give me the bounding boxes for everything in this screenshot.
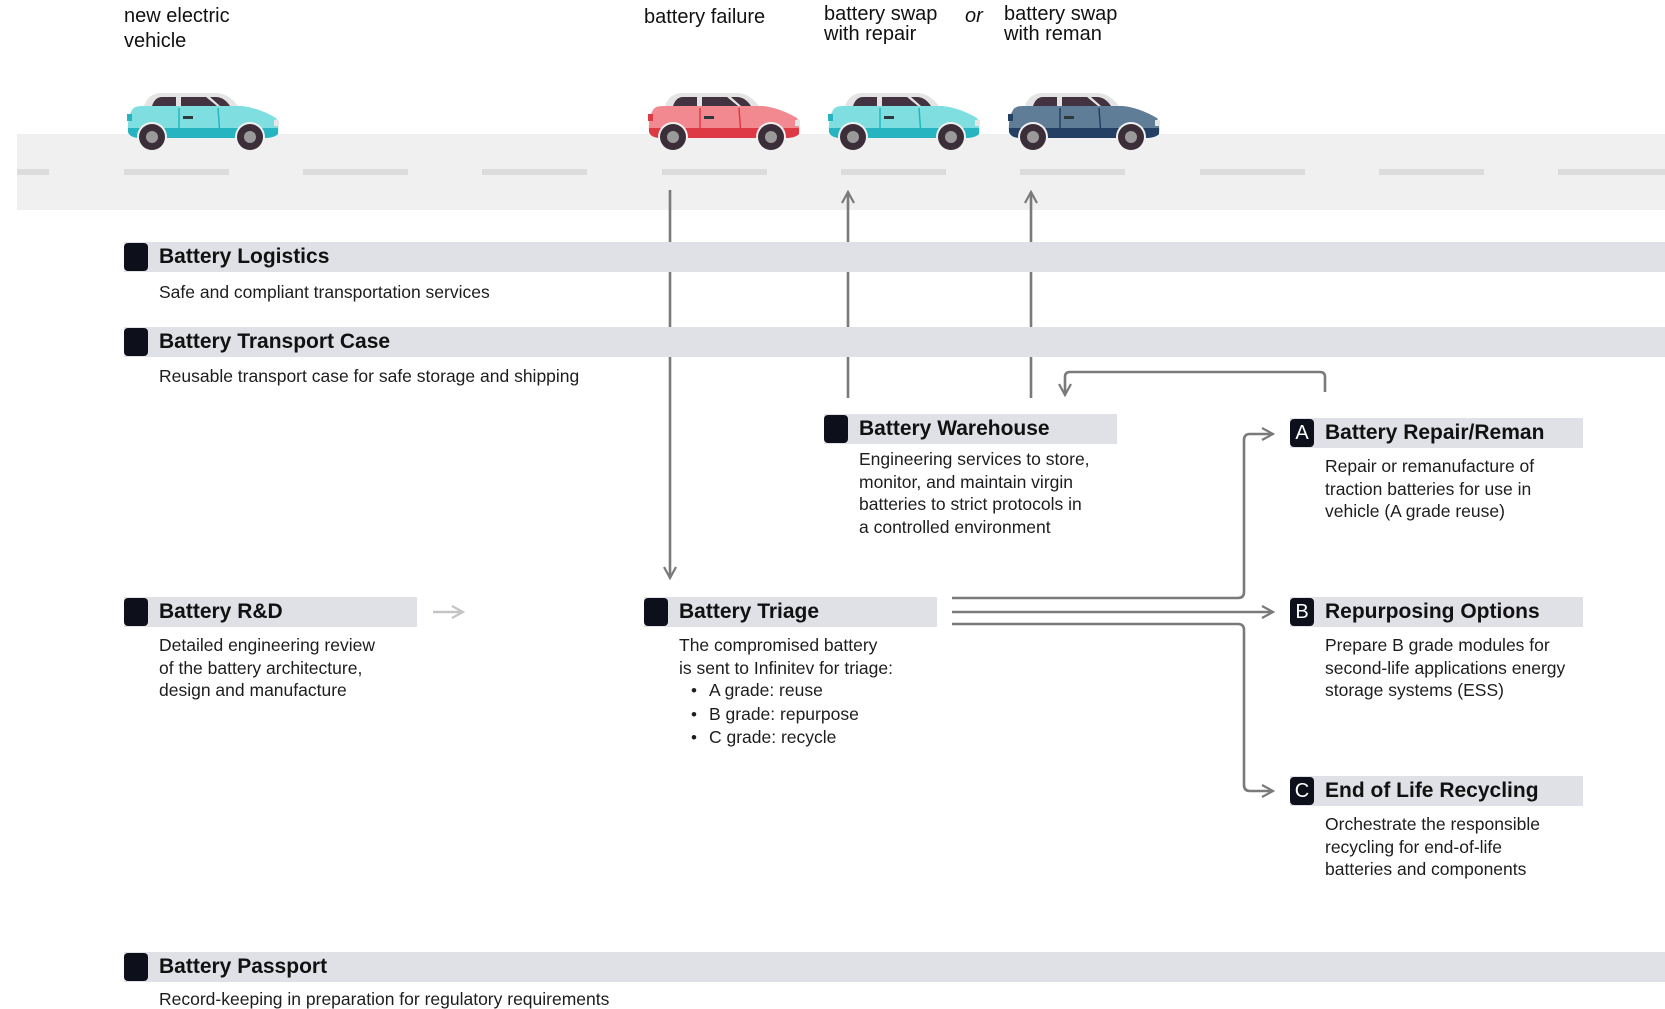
repair-desc-line: vehicle (A grade reuse)	[1325, 501, 1505, 521]
rnd-badge	[124, 598, 148, 626]
transport-case-desc: Reusable transport case for safe storage…	[159, 366, 580, 386]
triage-grade-item: A grade: reuse	[691, 679, 893, 703]
repurpose-title: Repurposing Options	[1325, 600, 1540, 623]
label-swap-repair-line2: with repair	[824, 23, 917, 45]
triage-grade-list: A grade: reuse B grade: repurpose C grad…	[691, 679, 893, 750]
label-swap-repair-line1: battery swap	[824, 3, 938, 25]
label-new-vehicle-line1: new electric	[124, 5, 230, 27]
warehouse-bar	[824, 414, 1117, 444]
label-swap-repair: battery swap with repair	[824, 4, 937, 44]
repair-desc-line: traction batteries for use in	[1325, 478, 1532, 499]
rnd-desc-line: design and manufacture	[159, 680, 347, 700]
triage-title: Battery Triage	[679, 600, 820, 623]
passport-bar	[124, 952, 1665, 982]
triage-bar	[644, 597, 937, 627]
label-swap-reman-line2: with reman	[1004, 23, 1102, 45]
triage-grade-item: B grade: repurpose	[691, 703, 893, 727]
label-new-vehicle: new electric vehicle	[124, 5, 230, 52]
triage-badge	[644, 598, 668, 626]
repurpose-badge: B	[1290, 598, 1314, 626]
car-new-icon	[127, 93, 279, 152]
triage-desc-line: is sent to Infinitev for triage:	[679, 657, 893, 678]
recycling-title: End of Life Recycling	[1325, 779, 1539, 802]
repair-badge: A	[1290, 419, 1314, 447]
repurpose-bar	[1290, 597, 1583, 627]
passport-badge	[124, 953, 148, 981]
warehouse-desc-line: a controlled environment	[859, 516, 1051, 537]
triage-desc: The compromised battery is sent to Infin…	[679, 634, 893, 750]
repair-title: Battery Repair/Reman	[1325, 421, 1545, 444]
rnd-bar	[124, 597, 417, 627]
transport-case-bar	[124, 327, 1665, 357]
warehouse-desc-line: monitor, and maintain virgin	[859, 471, 1073, 492]
repair-desc: Repair or remanufacture of traction batt…	[1325, 455, 1534, 523]
repair-bar	[1290, 418, 1583, 448]
repurpose-desc-line: second-life applications energy	[1325, 657, 1566, 678]
recycling-bar	[1290, 776, 1583, 806]
triage-desc-line: The compromised battery	[679, 635, 878, 655]
warehouse-desc-line: Engineering services to store,	[859, 449, 1090, 469]
car-repair-icon	[828, 93, 980, 152]
repurpose-desc: Prepare B grade modules for second-life …	[1325, 634, 1565, 702]
label-or: or	[965, 5, 983, 27]
arrow-triage-to-recycling	[952, 622, 1273, 791]
recycling-desc-line: recycling for end-of-life	[1325, 836, 1503, 857]
logistics-badge	[124, 243, 148, 271]
warehouse-title: Battery Warehouse	[859, 417, 1050, 440]
repurpose-desc-line: storage systems (ESS)	[1325, 680, 1504, 700]
passport-title: Battery Passport	[159, 955, 328, 978]
logistics-bar	[124, 242, 1665, 272]
rnd-desc: Detailed engineering review of the batte…	[159, 634, 375, 702]
arrow-repair-to-warehouse	[1065, 370, 1327, 395]
car-reman-icon	[1008, 93, 1160, 152]
recycling-desc-line: Orchestrate the responsible	[1325, 814, 1540, 834]
rnd-desc-line: Detailed engineering review	[159, 635, 375, 655]
passport-desc: Record-keeping in preparation for regula…	[159, 989, 610, 1009]
transport-case-badge	[124, 328, 148, 356]
logistics-title: Battery Logistics	[159, 245, 330, 268]
car-failure-icon	[648, 93, 800, 152]
label-swap-reman-line1: battery swap	[1004, 3, 1118, 25]
rnd-desc-line: of the battery architecture,	[159, 657, 363, 678]
logistics-desc: Safe and compliant transportation servic…	[159, 282, 490, 302]
transport-case-title: Battery Transport Case	[159, 330, 391, 353]
warehouse-desc-line: batteries to strict protocols in	[859, 494, 1082, 514]
repair-desc-line: Repair or remanufacture of	[1325, 456, 1535, 476]
road	[17, 134, 1665, 210]
triage-grade-item: C grade: recycle	[691, 726, 893, 750]
warehouse-desc: Engineering services to store, monitor, …	[859, 448, 1090, 538]
recycling-desc-line: batteries and components	[1325, 859, 1527, 879]
label-new-vehicle-line2: vehicle	[124, 30, 187, 52]
warehouse-badge	[824, 415, 848, 443]
label-swap-reman: battery swap with reman	[1004, 4, 1117, 44]
arrow-triage-to-repair	[952, 434, 1273, 600]
recycling-desc: Orchestrate the responsible recycling fo…	[1325, 813, 1540, 881]
label-battery-failure: battery failure	[644, 6, 766, 28]
repurpose-desc-line: Prepare B grade modules for	[1325, 635, 1550, 655]
rnd-title: Battery R&D	[159, 600, 283, 623]
recycling-badge: C	[1290, 777, 1314, 805]
